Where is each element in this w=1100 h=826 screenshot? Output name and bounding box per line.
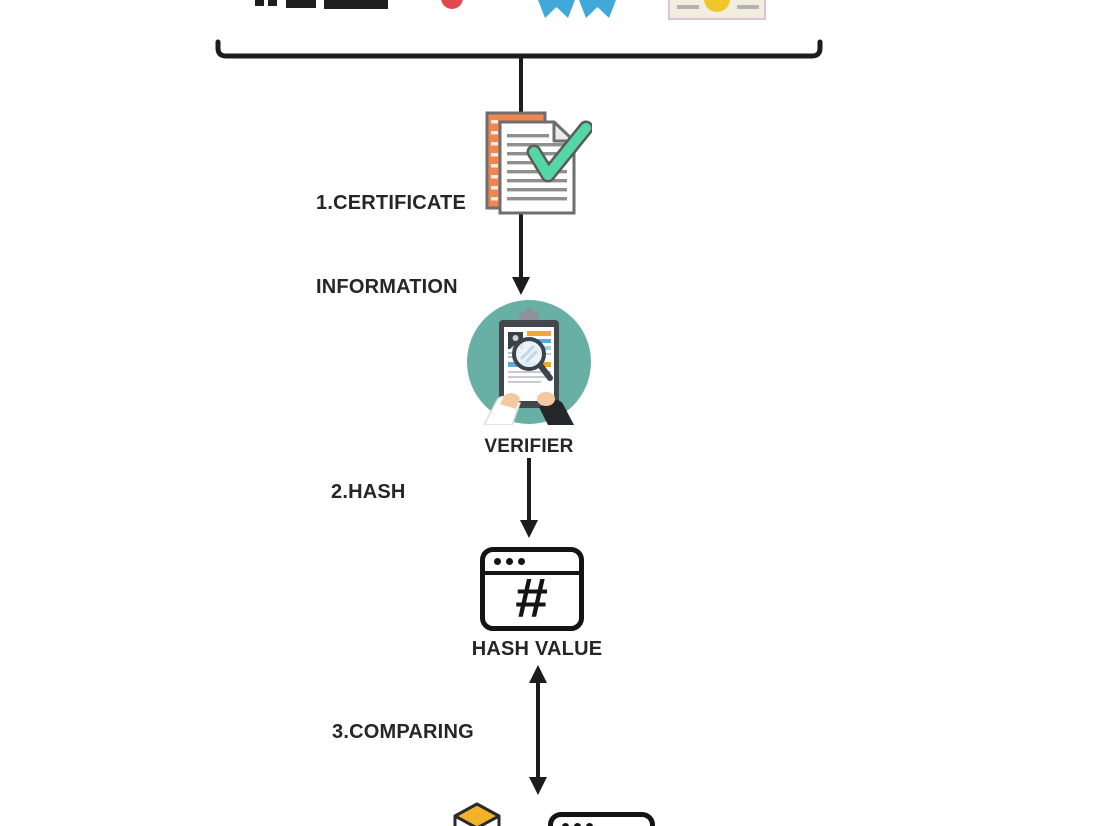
window-titlebar	[485, 552, 579, 575]
magnifier-icon	[512, 337, 553, 381]
step3-label: 3.COMPARING	[332, 721, 474, 743]
verifier-icon	[467, 300, 591, 425]
step1-label: 1.CERTIFICATE INFORMATION	[316, 133, 466, 357]
hands	[483, 392, 574, 425]
window-dot-icon	[494, 558, 501, 565]
window-titlebar	[553, 817, 650, 826]
red-medal-icon	[441, 0, 463, 9]
step2-label: 2.HASH	[331, 481, 406, 503]
certificate-line	[737, 5, 759, 9]
document-binding-marks	[491, 120, 498, 201]
award-ribbons-icon	[538, 0, 616, 18]
certificate-seal-icon	[704, 0, 730, 12]
certificate-icon	[668, 0, 766, 20]
step1-label-line2: INFORMATION	[316, 276, 458, 298]
step1-label-line1: 1.CERTIFICATE	[316, 192, 467, 214]
check-icon	[526, 120, 592, 183]
window-dot-icon	[562, 823, 569, 826]
stored-hash-icon	[548, 812, 655, 826]
hash-value-label: HASH VALUE	[471, 638, 603, 660]
double-arrow-comparing	[529, 665, 547, 795]
window-dot-icon	[586, 823, 593, 826]
certificate-line	[677, 5, 699, 9]
hash-symbol: #	[515, 566, 549, 629]
window-dot-icon	[574, 823, 581, 826]
issuer-logo-icon	[255, 0, 390, 10]
window-dot-icon	[518, 558, 525, 565]
arrow-verifier-to-hash	[520, 458, 538, 538]
bracket-connector	[215, 39, 823, 59]
hash-value-icon: #	[480, 547, 584, 631]
certificate-document-icon	[485, 111, 592, 215]
verifier-label: VERIFIER	[484, 436, 574, 457]
window-dot-icon	[506, 558, 513, 565]
blockchain-cube-icon	[453, 802, 501, 826]
